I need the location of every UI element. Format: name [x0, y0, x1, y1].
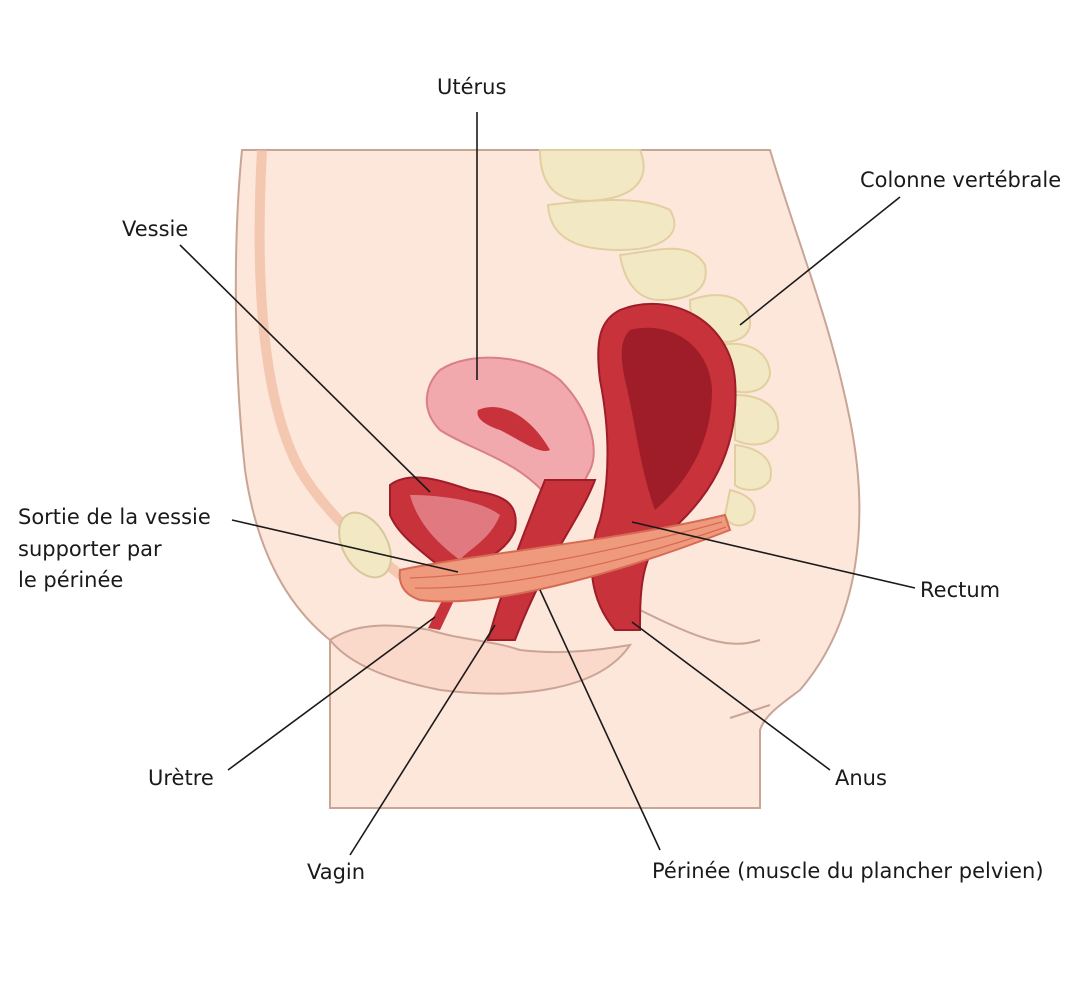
label-bladder-exit-2: supporter par — [18, 537, 162, 561]
leader-lines — [179, 112, 916, 856]
label-urethra: Urètre — [148, 766, 214, 790]
label-bladder-exit-1: Sortie de la vessie — [18, 505, 211, 529]
leader-rectum — [631, 521, 916, 589]
bladder-interior — [410, 495, 500, 560]
leader-vagina — [349, 624, 496, 856]
uterine-cavity — [477, 406, 550, 451]
label-uterus: Utérus — [437, 75, 507, 99]
label-spine: Colonne vertébrale — [860, 168, 1062, 192]
pubic-bone — [338, 511, 392, 579]
label-bladder: Vessie — [122, 217, 189, 241]
leader-bladder — [179, 244, 431, 493]
leader-urethra — [227, 616, 436, 771]
vulva-outline — [328, 624, 633, 695]
leader-bladder-exit — [231, 519, 459, 573]
rectum-interior — [621, 327, 712, 510]
buttock-crease — [639, 609, 761, 645]
label-vagina: Vagin — [307, 860, 366, 884]
leader-spine — [739, 196, 901, 326]
leader-anus — [631, 621, 831, 771]
thigh-line — [729, 704, 771, 719]
label-bladder-exit-3: le périnée — [18, 568, 124, 592]
muscle-fibers — [409, 521, 727, 589]
label-rectum: Rectum — [920, 578, 1001, 602]
label-anus: Anus — [835, 766, 887, 790]
leader-perineum — [539, 589, 661, 851]
label-perineum: Périnée (muscle du plancher pelvien) — [652, 859, 1044, 883]
